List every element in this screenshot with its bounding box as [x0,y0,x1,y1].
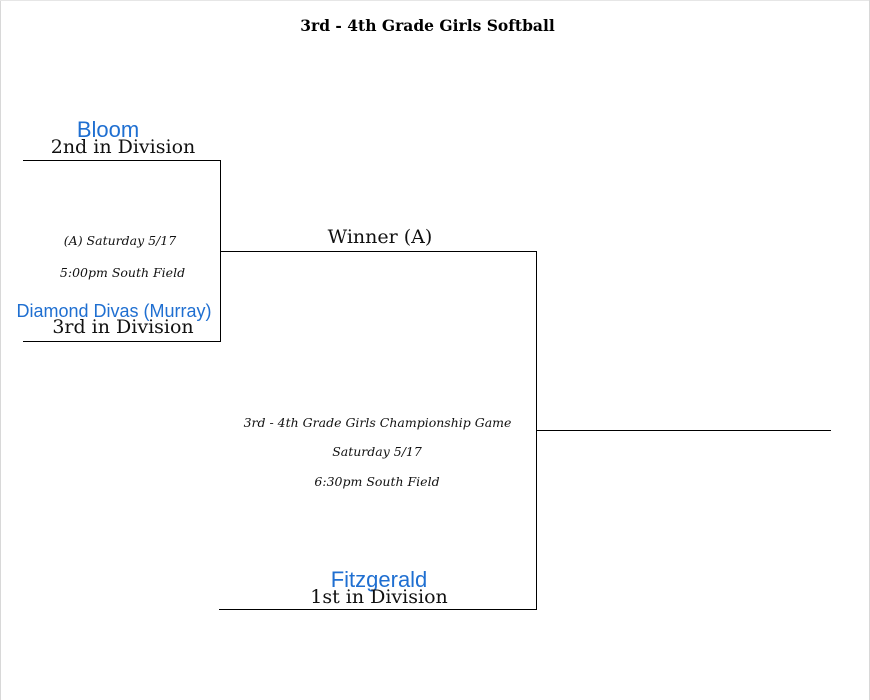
page-border-top [0,0,870,1]
bracket-line-champion [536,430,831,431]
bracket-line-fitzgerald [219,609,537,610]
championship-game-date: Saturday 5/17 [332,444,422,459]
page-border-left [0,0,1,700]
page-title: 3rd - 4th Grade Girls Softball [300,16,555,35]
team-fitzgerald-name: Fitzgerald [330,567,428,592]
semifinal-game-time: 5:00pm South Field [59,265,186,280]
team-fitzgerald-seed: 1st in Division [310,586,448,608]
team-bloom-name: Bloom [76,117,140,142]
bracket-connector-semifinal [220,160,221,341]
winner-a-slot: Winner (A) [327,226,433,248]
championship-game-time: 6:30pm South Field [314,474,440,489]
bracket-line-bloom [23,160,221,161]
team-bloom-seed: 2nd in Division [50,136,196,158]
championship-game-name: 3rd - 4th Grade Girls Championship Game [243,415,512,430]
team-diamond-divas-seed: 3rd in Division [52,316,194,338]
bracket-line-winner-a [220,251,537,252]
team-diamond-divas-name: Diamond Divas (Murray) [16,301,212,321]
bracket-line-diamond-divas [23,341,221,342]
semifinal-game-label: (A) Saturday 5/17 [63,233,177,248]
